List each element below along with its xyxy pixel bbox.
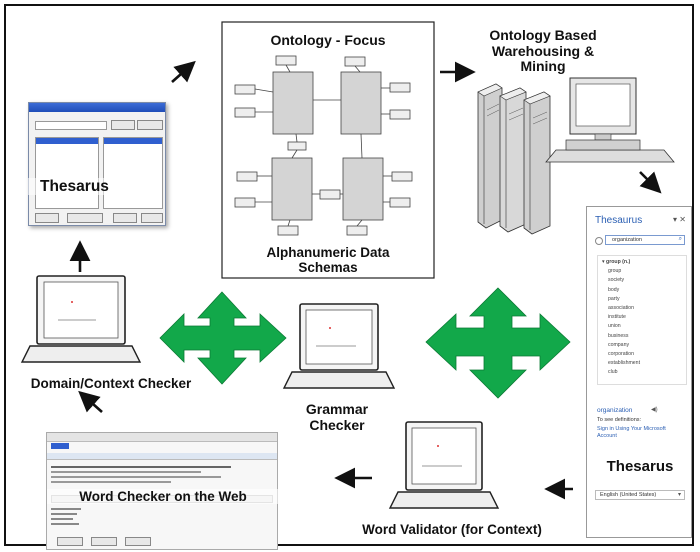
suggest-button[interactable] (137, 120, 163, 130)
synonym-item[interactable]: group (608, 268, 622, 275)
synonym-item[interactable]: union (608, 323, 621, 330)
thesarus-dialog-window (28, 102, 166, 226)
arrow-to-domain-checker (78, 390, 103, 413)
laptop-word-validator (388, 421, 500, 509)
lookup-input[interactable] (35, 121, 107, 130)
ontology-panel (221, 21, 435, 279)
synonym-item[interactable]: association (608, 304, 634, 311)
categories-list[interactable] (35, 137, 99, 209)
ontology-focus-title: Ontology - Focus (270, 32, 386, 48)
schema-diagram (234, 55, 413, 236)
synonym-item[interactable]: business (608, 332, 629, 339)
browser-tabs[interactable] (47, 453, 277, 460)
diagram-frame (4, 4, 694, 546)
schema-box (272, 71, 314, 135)
synonym-item[interactable]: company (608, 341, 630, 348)
language-select[interactable]: English (United States) ▾ (595, 490, 685, 500)
web-add-button[interactable] (125, 537, 151, 546)
antonyms-button[interactable] (67, 213, 103, 223)
close-icon[interactable]: ▾ ✕ (673, 215, 686, 224)
web-back-button[interactable] (57, 537, 83, 546)
synonyms-list[interactable] (103, 137, 163, 209)
synonym-item[interactable]: body (608, 286, 620, 293)
alphanumeric-schemas-label: Alphanumeric Data Schemas (266, 245, 390, 276)
schema-box (342, 157, 384, 221)
dialog-title-bar (29, 103, 165, 112)
web-next-button[interactable] (91, 537, 117, 546)
sign-in-link[interactable]: Sign in Using Your Microsoft Account (597, 426, 666, 440)
thesarus-dialog-panel: Thesarus (22, 98, 172, 232)
back-icon[interactable] (595, 237, 603, 245)
synonym-group-header[interactable]: ▾ group (n.) (602, 259, 631, 265)
thesarus-right-label: Thesarus (606, 458, 674, 475)
laptop-grammar-checker (282, 303, 396, 389)
schema-box (340, 71, 382, 135)
thesarus-left-label: Thesarus (28, 178, 144, 196)
chevron-down-icon: ▾ (677, 492, 681, 498)
web-checker-label: Word Checker on the Web (47, 489, 279, 505)
flow-arrows (69, 60, 662, 500)
web-checker-browser: Word Checker on the Web (46, 432, 279, 550)
grammar-checker-label: Grammar Checker (305, 401, 369, 433)
warehousing-label: Ontology Based Warehousing & Mining (489, 27, 597, 75)
cancel-button[interactable] (113, 213, 137, 223)
search-icon[interactable]: ⌕ (678, 236, 682, 242)
page-text-block (51, 463, 251, 487)
arrow-to-thesaurus-pane (639, 171, 662, 194)
domain-checker-label: Domain/Context Checker (30, 376, 192, 391)
browser-menu-bar (47, 433, 277, 442)
synonym-list: ▾ group (n.) group society body party associa… (597, 255, 687, 385)
synonym-item[interactable]: institute (608, 314, 626, 321)
lookup-button[interactable] (111, 120, 135, 130)
synonym-item[interactable]: party (608, 295, 620, 302)
word-validator-label: Word Validator (for Context) (362, 522, 542, 537)
schema-links (254, 64, 392, 227)
green-cross-arrow-right (425, 287, 571, 399)
definition-word: organization (597, 407, 633, 414)
browser-logo (51, 443, 69, 449)
thesaurus-search-input[interactable]: organization ⌕ (605, 235, 685, 245)
laptop-domain-checker (20, 275, 142, 363)
results-list (51, 505, 111, 539)
definition-hint: To see definitions: (597, 417, 642, 423)
server-illustration (470, 70, 678, 235)
schema-box (271, 157, 313, 221)
speaker-icon[interactable]: ◀) (651, 407, 658, 413)
thesaurus-task-pane: Thesaurus ▾ ✕ organization ⌕ ▾ group (n.… (586, 206, 692, 538)
ok-button[interactable] (141, 213, 163, 223)
synonym-item[interactable]: club (608, 369, 618, 376)
task-pane-title: Thesaurus (595, 215, 643, 226)
arrow-to-ontology (171, 60, 196, 83)
help-button[interactable] (35, 213, 59, 223)
green-cross-arrow-left (159, 291, 287, 385)
synonym-item[interactable]: society (608, 277, 625, 284)
synonym-item[interactable]: corporation (608, 350, 634, 357)
synonym-item[interactable]: establishment (608, 360, 641, 367)
